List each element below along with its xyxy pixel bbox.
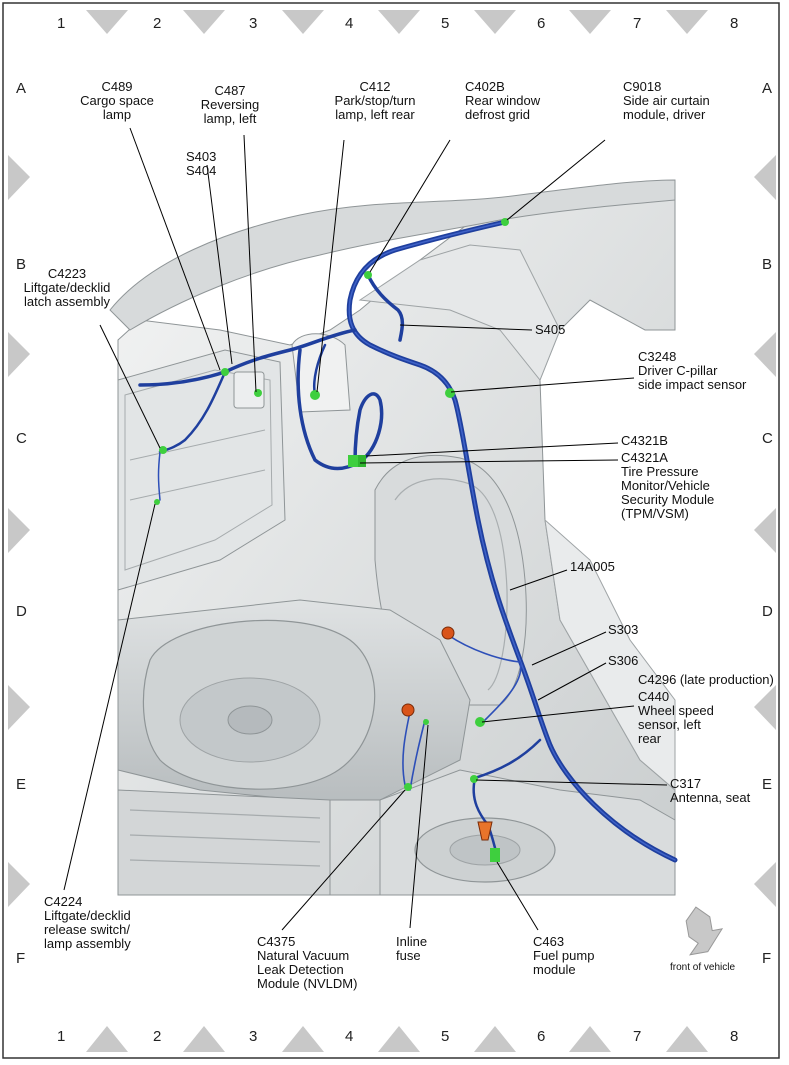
row-label-right-a: A (762, 80, 773, 97)
label-s303: S303 (608, 622, 639, 637)
label-c4321b: C4321B (621, 433, 668, 448)
row-label-right-b: B (762, 256, 773, 273)
frame-border (2, 2, 780, 1059)
connectors (154, 218, 509, 862)
row-label-left-c: C (16, 430, 27, 447)
row-label-right-c: C (762, 430, 773, 447)
row-label-left-e: E (16, 776, 27, 793)
col-label-bottom-6: 6 (537, 1028, 546, 1045)
label-c317: C317 Antenna, seat (670, 776, 751, 805)
arrow-down-right-icon (685, 906, 724, 956)
ground-points (401, 626, 493, 841)
col-label-top-2: 2 (153, 15, 162, 32)
row-label-right-f: F (762, 950, 772, 967)
label-c487: C487 Reversing lamp, left (200, 83, 260, 126)
row-label-right-e: E (762, 776, 773, 793)
wiring-harness (138, 219, 678, 863)
col-label-top-1: 1 (57, 15, 66, 32)
col-label-bottom-8: 8 (730, 1028, 739, 1045)
label-s403-s404: S403 S404 (186, 149, 217, 178)
vehicle-body-illustration (109, 179, 676, 896)
label-c4375: C4375 Natural Vacuum Leak Detection Modu… (257, 934, 358, 991)
label-c9018: C9018 Side air curtain module, driver (623, 79, 710, 122)
label-front-of-vehicle: front of vehicle (670, 962, 736, 973)
label-c4224: C4224 Liftgate/decklid release switch/ l… (44, 894, 131, 951)
row-label-right-d: D (762, 603, 773, 620)
row-label-left-a: A (16, 80, 27, 97)
col-label-top-7: 7 (633, 15, 642, 32)
label-s405: S405 (535, 322, 566, 337)
col-label-bottom-3: 3 (249, 1028, 258, 1045)
label-c3248: C3248 Driver C-pillar side impact sensor (638, 349, 747, 392)
col-label-bottom-2: 2 (153, 1028, 162, 1045)
grid-tabs (8, 10, 776, 1052)
label-c489: C489 Cargo space lamp (80, 79, 154, 122)
col-label-bottom-4: 4 (345, 1028, 354, 1045)
col-label-bottom-7: 7 (633, 1028, 642, 1045)
label-inline-fuse: Inline fuse (396, 934, 428, 963)
label-c4296: C4296 (late production) (638, 672, 774, 687)
col-label-top-6: 6 (537, 15, 546, 32)
callout-lines (63, 127, 668, 931)
row-label-left-f: F (16, 950, 26, 967)
label-s306: S306 (608, 653, 639, 668)
label-c412: C412 Park/stop/turn lamp, left rear (334, 79, 416, 122)
row-label-left-d: D (16, 603, 27, 620)
col-label-top-5: 5 (441, 15, 450, 32)
col-label-top-4: 4 (345, 15, 354, 32)
col-label-bottom-1: 1 (57, 1028, 66, 1045)
label-c4223: C4223 Liftgate/decklid latch assembly (23, 266, 111, 309)
row-label-left-b: B (16, 256, 27, 273)
label-c4321a: C4321A Tire Pressure Monitor/Vehicle Sec… (621, 450, 715, 521)
col-label-top-3: 3 (249, 15, 258, 32)
label-c463: C463 Fuel pump module (533, 934, 595, 977)
col-label-bottom-5: 5 (441, 1028, 450, 1045)
label-c402b: C402B Rear window defrost grid (465, 79, 541, 122)
label-14a005: 14A005 (570, 559, 615, 574)
label-c440: C440 Wheel speed sensor, left rear (638, 689, 714, 746)
col-label-top-8: 8 (730, 15, 739, 32)
